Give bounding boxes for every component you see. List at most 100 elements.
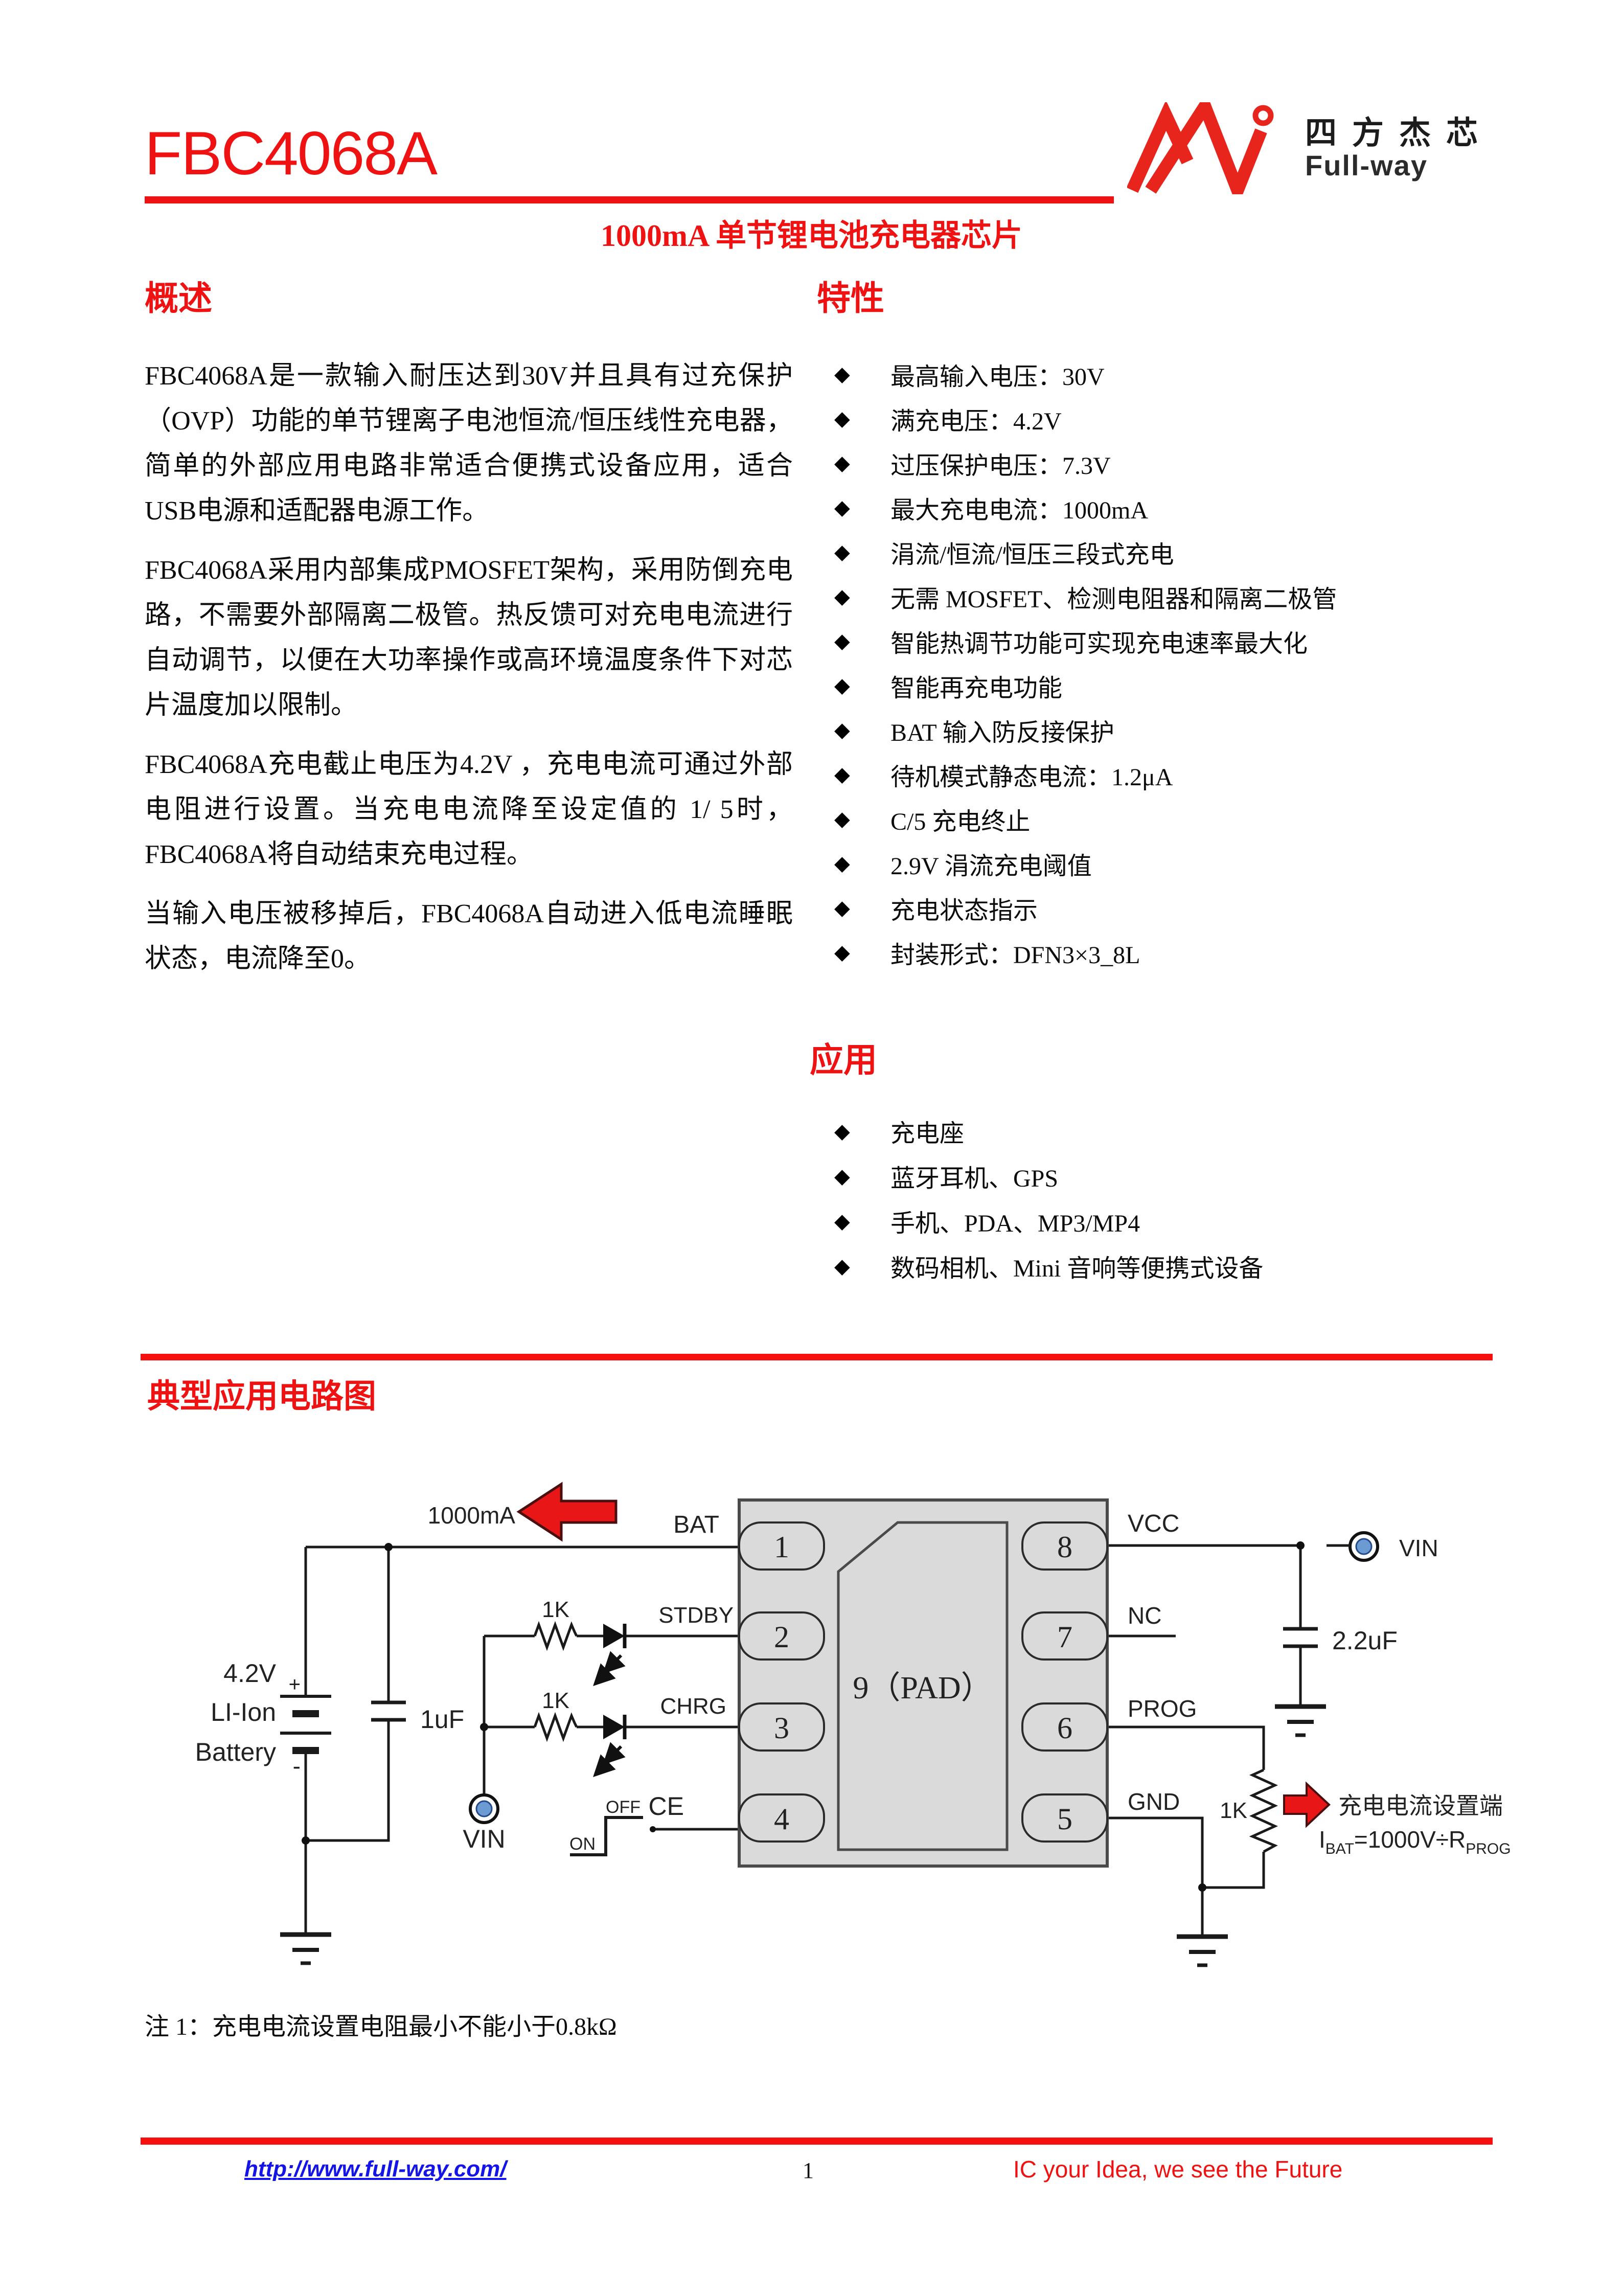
- diamond-bullet-icon: [834, 629, 890, 653]
- ic-pins-left: 1 2 3 4: [738, 1521, 825, 1843]
- feature-item-label: 封装形式：DFN3×3_8L: [890, 941, 1140, 969]
- ic-pins-right: 8 7 6 5: [1021, 1521, 1108, 1843]
- ground-symbol-gnd: [1177, 1934, 1228, 1967]
- prog-annotation-arrow-icon: [1283, 1781, 1331, 1828]
- feature-item: 最高输入电压：30V: [834, 352, 1601, 396]
- battery-voltage-label: 4.2V: [223, 1659, 277, 1688]
- prog-annotation-label: 充电电流设置端: [1338, 1792, 1503, 1819]
- nc-pin-label: NC: [1128, 1602, 1161, 1629]
- diamond-bullet-icon: [834, 495, 890, 519]
- junction-dots: [302, 1541, 1305, 1892]
- vcc-pin-label: VCC: [1128, 1510, 1179, 1537]
- feature-item: 待机模式静态电流：1.2μA: [834, 752, 1601, 797]
- resistor-chrg-label: 1K: [542, 1688, 569, 1713]
- ground-symbol-vcc: [1275, 1704, 1326, 1737]
- footer-rule: [141, 2138, 1493, 2145]
- led-chrg-symbol: [593, 1715, 627, 1777]
- charge-current-label: 1000mA: [428, 1502, 516, 1529]
- application-item-label: 数码相机、Mini 音响等便携式设备: [890, 1255, 1264, 1282]
- page-number: 1: [803, 2158, 814, 2183]
- diamond-bullet-icon: [834, 1209, 890, 1233]
- ce-switch-off-label: OFF: [606, 1798, 641, 1817]
- company-logo: 四方杰芯 Full-way: [1127, 102, 1493, 194]
- diamond-bullet-icon: [834, 451, 890, 475]
- ground-symbol-battery: [280, 1932, 331, 1965]
- diamond-bullet-icon: [834, 718, 890, 742]
- ic-pad-label: 9（PAD）: [853, 1671, 992, 1706]
- resistor-prog-symbol: [1249, 1768, 1278, 1853]
- application-item: 手机、PDA、MP3/MP4: [834, 1198, 1601, 1243]
- footer-website-link[interactable]: http://www.full-way.com/: [244, 2156, 507, 2181]
- resistor-stdby-symbol: [533, 1621, 578, 1651]
- application-item-label: 充电座: [890, 1120, 965, 1147]
- diamond-bullet-icon: [834, 540, 890, 564]
- feature-item: 满充电压：4.2V: [834, 396, 1601, 441]
- application-item-label: 手机、PDA、MP3/MP4: [890, 1210, 1140, 1237]
- overview-paragraph: FBC4068A充电截止电压为4.2V ，充电电流可通过外部电阻进行设置。当充电…: [145, 750, 793, 869]
- feature-item-label: 待机模式静态电流：1.2μA: [890, 763, 1173, 791]
- application-item: 蓝牙耳机、GPS: [834, 1153, 1601, 1198]
- stdby-pin-label: STDBY: [658, 1603, 734, 1628]
- diamond-bullet-icon: [834, 584, 890, 608]
- pin-8-number: 8: [1057, 1530, 1072, 1564]
- header-rule: [145, 196, 1114, 203]
- pin-3-number: 3: [774, 1711, 789, 1745]
- overview-text: FBC4068A是一款输入耐压达到30V并且具有过充保护（OVP）功能的单节锂离…: [145, 354, 793, 996]
- feature-item-label: C/5 充电终止: [890, 808, 1031, 835]
- feature-item-label: 智能再充电功能: [890, 674, 1063, 702]
- capacitor-2p2uF-label: 2.2uF: [1332, 1626, 1398, 1655]
- application-item-label: 蓝牙耳机、GPS: [890, 1165, 1059, 1192]
- vin-terminal-right: [1327, 1531, 1379, 1562]
- feature-item-label: 2.9V 涓流充电阈值: [890, 852, 1092, 880]
- vin-terminal-left: [469, 1793, 499, 1824]
- diamond-bullet-icon: [834, 1254, 890, 1278]
- diamond-bullet-icon: [834, 1119, 890, 1143]
- battery-symbol: [280, 1695, 331, 1754]
- pin-4-number: 4: [774, 1802, 789, 1836]
- diamond-bullet-icon: [834, 807, 890, 831]
- pin-7-number: 7: [1057, 1620, 1072, 1654]
- circuit-wires: [304, 1544, 1302, 1937]
- feature-item: 封装形式：DFN3×3_8L: [834, 930, 1601, 974]
- overview-paragraph: FBC4068A是一款输入耐压达到30V并且具有过充保护（OVP）功能的单节锂离…: [145, 361, 793, 526]
- application-circuit-diagram: + - 4.2V LI-Ion Battery 1uF 1K: [195, 1482, 1511, 1967]
- capacitor-1uF-label: 1uF: [420, 1705, 464, 1734]
- feature-item-label: 充电状态指示: [890, 897, 1038, 924]
- battery-type-label: LI-Ion: [211, 1698, 276, 1726]
- feature-item-label: 最大充电电流：1000mA: [890, 496, 1149, 524]
- ce-switch[interactable]: [570, 1816, 643, 1856]
- circuit-note: 注 1：充电电流设置电阻最小不能小于0.8kΩ: [145, 2013, 617, 2040]
- feature-item: 最大充电电流：1000mA: [834, 485, 1601, 530]
- diamond-bullet-icon: [834, 762, 890, 786]
- diamond-bullet-icon: [834, 406, 890, 430]
- pin-1-number: 1: [774, 1530, 789, 1564]
- section-divider: [141, 1354, 1493, 1360]
- feature-item-label: BAT 输入防反接保护: [890, 719, 1114, 746]
- feature-item-label: 涓流/恒流/恒压三段式充电: [890, 541, 1174, 569]
- feature-item-label: 无需 MOSFET、检测电阻器和隔离二极管: [890, 585, 1337, 613]
- feature-item-label: 过压保护电压：7.3V: [890, 452, 1111, 480]
- vin-left-label: VIN: [463, 1825, 505, 1853]
- overview-heading: 概述: [145, 280, 212, 317]
- led-stdby-symbol: [593, 1624, 627, 1686]
- ce-switch-on-label: ON: [569, 1834, 596, 1854]
- circuit-heading: 典型应用电路图: [147, 1378, 376, 1415]
- logo-name-en: Full-way: [1305, 149, 1428, 181]
- feature-item: 2.9V 涓流充电阈值: [834, 841, 1601, 885]
- features-heading: 特性: [817, 280, 884, 317]
- battery-word-label: Battery: [195, 1738, 276, 1766]
- feature-item-label: 满充电压：4.2V: [890, 407, 1062, 435]
- diamond-bullet-icon: [834, 1164, 890, 1188]
- feature-item: 智能热调节功能可实现充电速率最大化: [834, 619, 1601, 663]
- diamond-bullet-icon: [834, 673, 890, 697]
- feature-item: C/5 充电终止: [834, 797, 1601, 841]
- diamond-bullet-icon: [834, 940, 890, 964]
- feature-item: BAT 输入防反接保护: [834, 708, 1601, 752]
- feature-item: 涓流/恒流/恒压三段式充电: [834, 530, 1601, 574]
- diamond-bullet-icon: [834, 362, 890, 386]
- feature-item: 充电状态指示: [834, 885, 1601, 930]
- part-number: FBC4068A: [145, 119, 438, 188]
- resistor-chrg-symbol: [533, 1712, 578, 1742]
- charge-current-arrow-icon: [516, 1482, 618, 1542]
- feature-item-label: 智能热调节功能可实现充电速率最大化: [890, 630, 1308, 657]
